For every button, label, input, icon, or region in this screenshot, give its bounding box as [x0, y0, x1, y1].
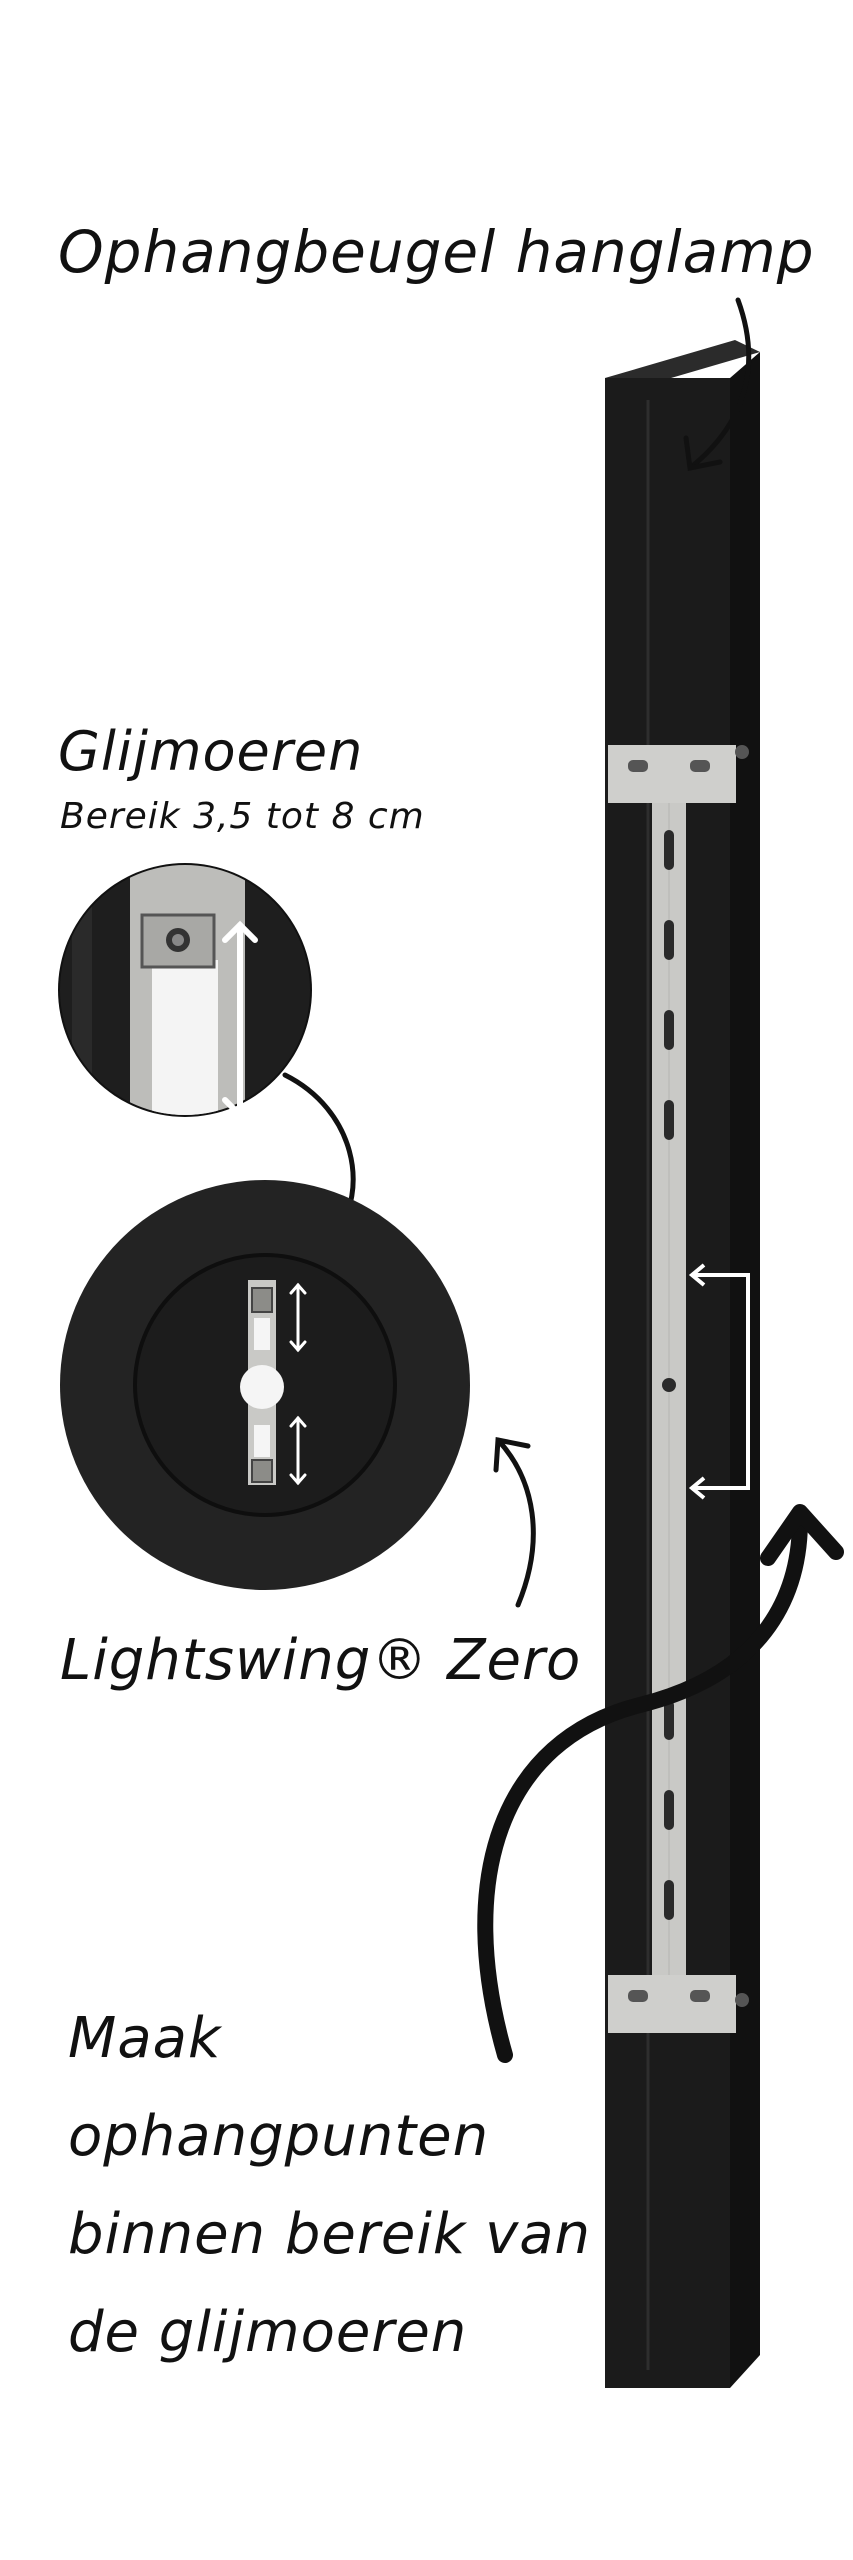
title-arrow-icon: [687, 297, 752, 471]
detail-circle: [58, 863, 312, 1120]
page-title: Ophangbeugel hanglamp: [58, 218, 815, 286]
slide-range-arrow: [222, 920, 258, 1120]
main-curved-arrow-icon: [477, 1512, 808, 2063]
title-arrowhead-icon: [683, 435, 723, 471]
disc-arrowhead-icon: [493, 1436, 531, 1473]
note-line: Maak: [68, 2006, 222, 2071]
note-line: binnen bereik van: [68, 2202, 592, 2267]
range-indicator-arrow: [688, 1263, 750, 1500]
glijmoeren-range: Bereik 3,5 tot 8 cm: [60, 796, 425, 837]
glijmoeren-title: Glijmoeren: [58, 720, 364, 783]
lightswing-disc: [60, 1180, 470, 1590]
product-name: Lightswing® Zero: [60, 1628, 582, 1693]
note-line: de glijmoeren: [68, 2300, 468, 2365]
bracket-strip: [608, 745, 749, 2033]
instruction-note: Maak ophangpunten binnen bereik van de g…: [68, 1990, 628, 2382]
disc-arrow-icon: [495, 1437, 536, 1608]
main-arrowhead-icon: [760, 1504, 844, 1566]
note-line: ophangpunten: [68, 2104, 490, 2169]
